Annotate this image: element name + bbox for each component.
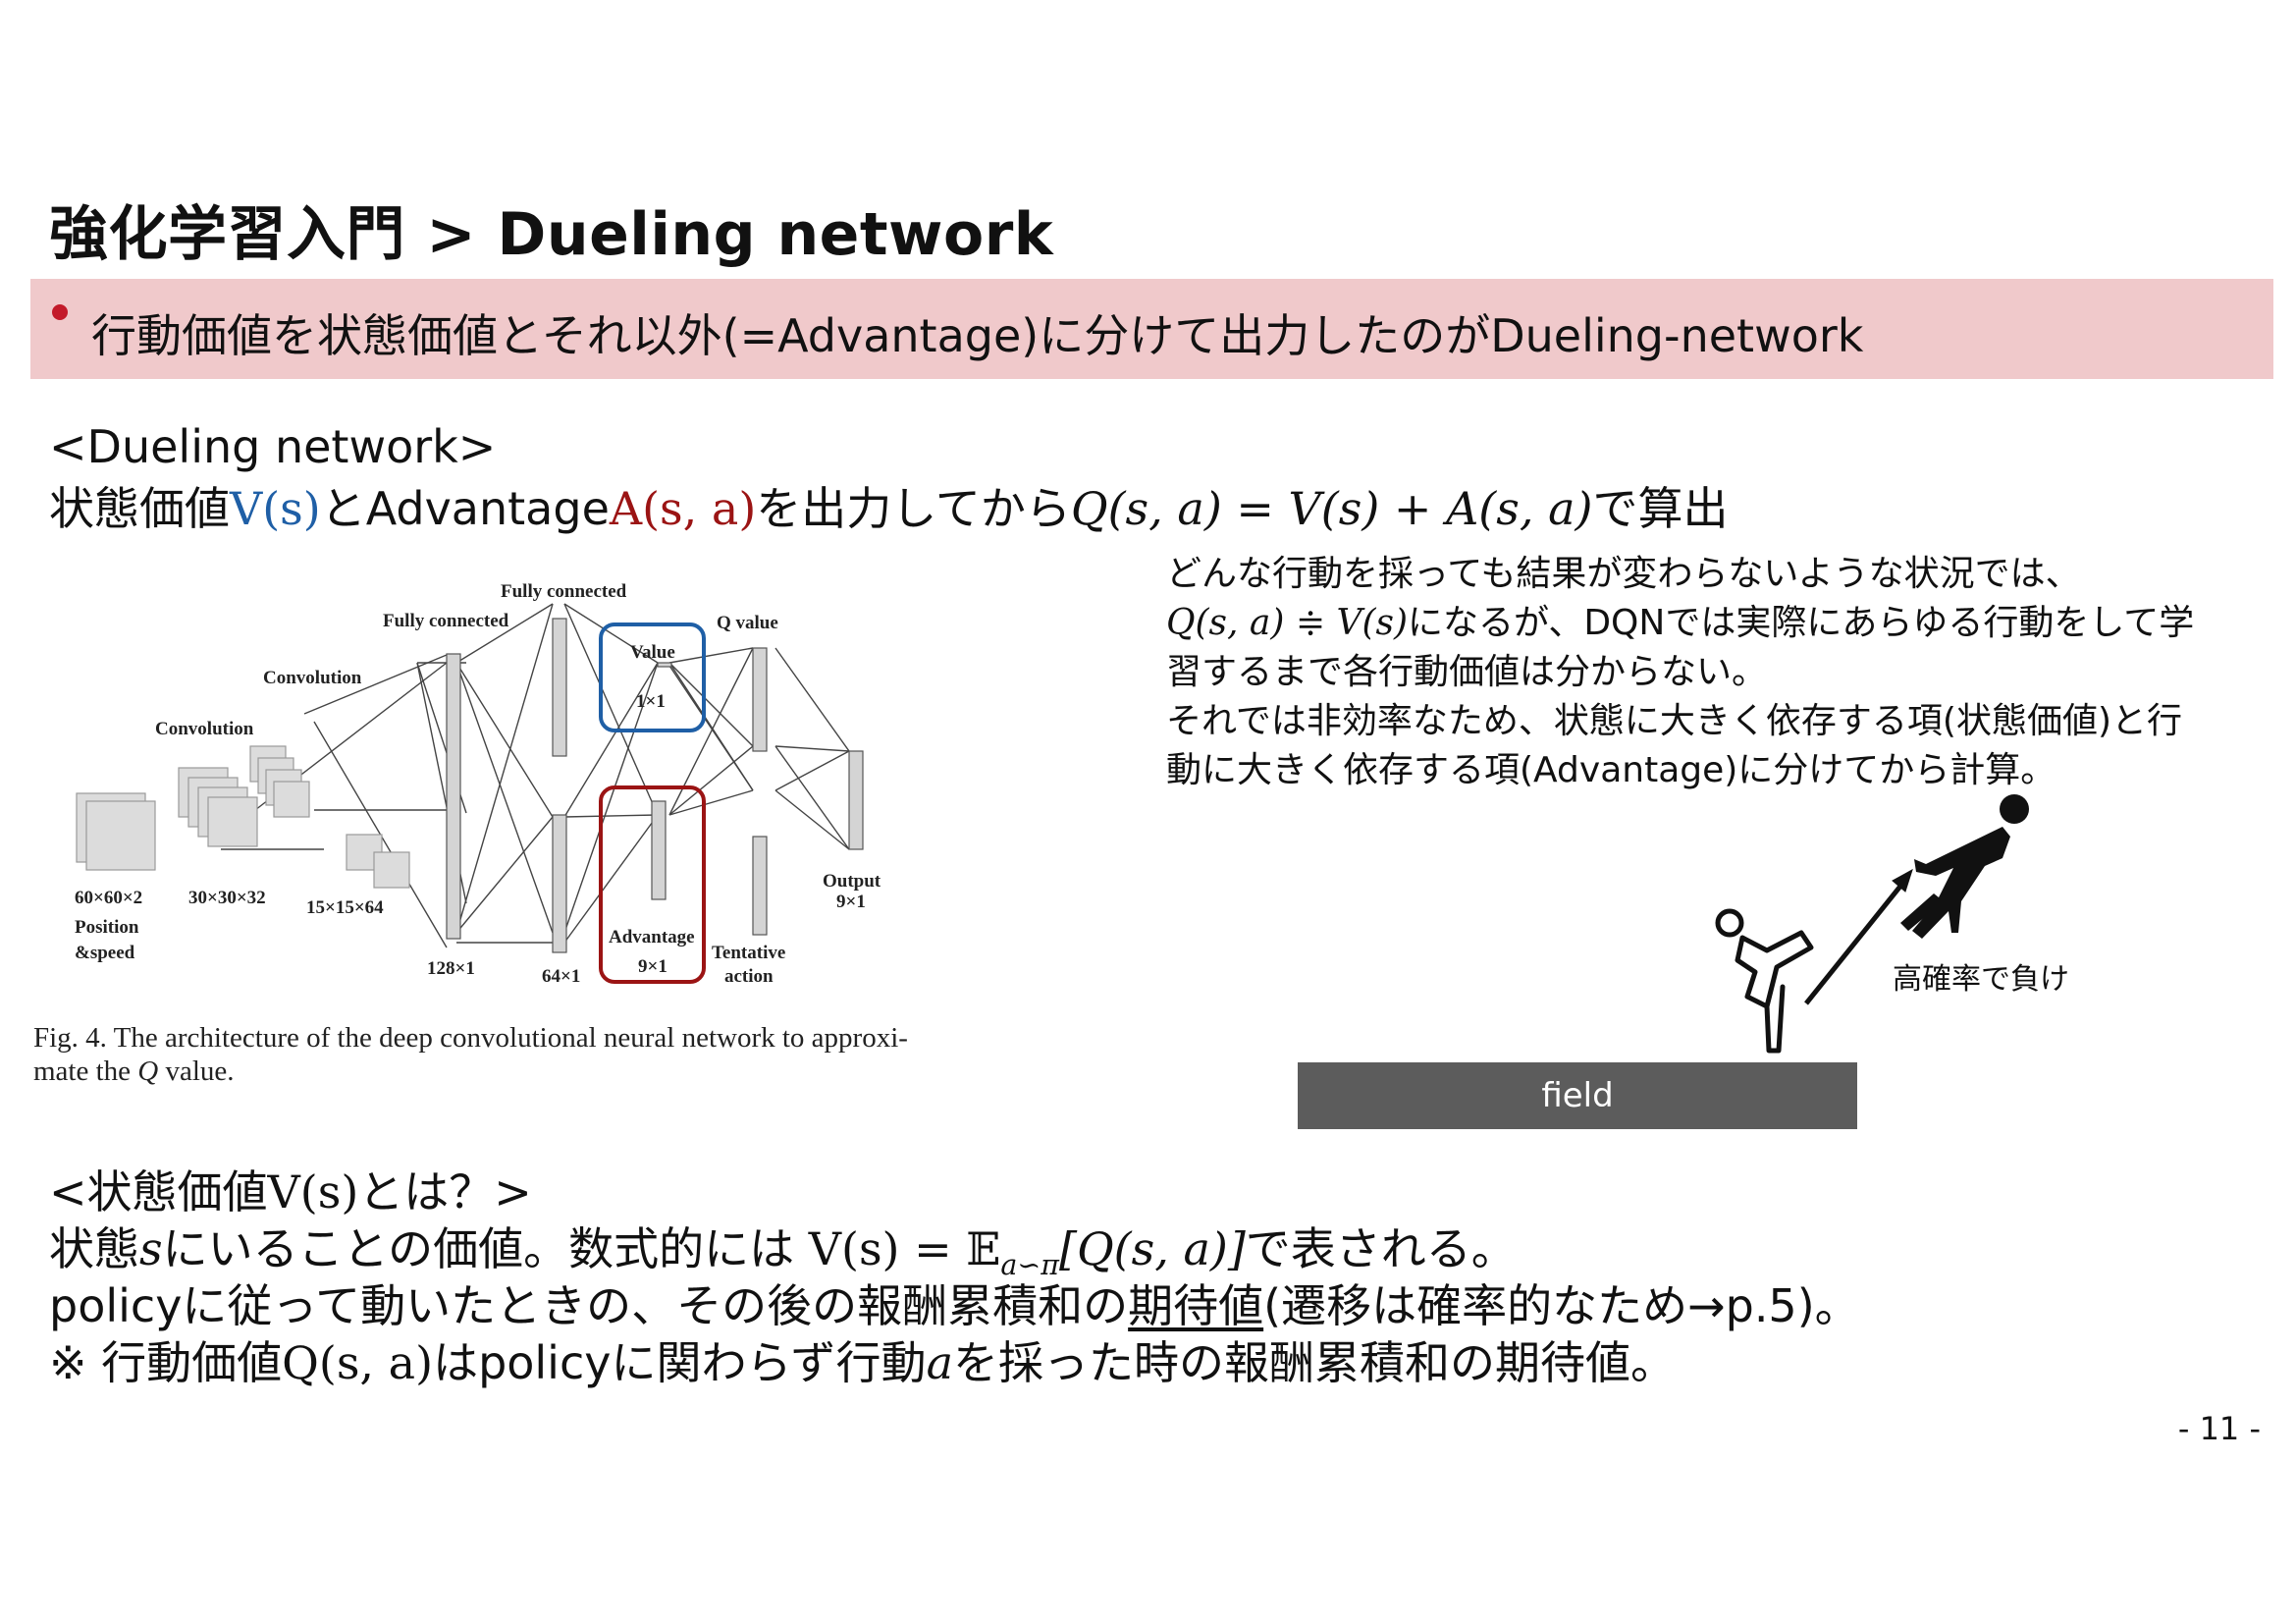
label-position: Position <box>75 917 139 938</box>
kick-illustration <box>1715 794 2029 1054</box>
label-output: Output <box>823 871 881 892</box>
label-tentative: Tentative <box>712 943 785 963</box>
label-conv1: Convolution <box>263 668 362 688</box>
page-title: 強化学習入門 > Dueling network <box>49 200 1054 269</box>
expected-value-term: 期待値 <box>1128 1279 1264 1332</box>
lose-label: 高確率で負け <box>1893 962 2069 997</box>
label-fc-top: Fully connected <box>501 581 627 602</box>
value-box <box>599 623 706 732</box>
note-line3: 習するまで各行動価値は分からない。 <box>1166 652 1768 692</box>
v-symbol: V(s) <box>230 482 321 535</box>
banner-text: 行動価値を状態価値とそれ以外(=Advantage)に分けて出力したのがDuel… <box>91 309 1864 362</box>
summary-banner: 行動価値を状態価値とそれ以外(=Advantage)に分けて出力したのがDuel… <box>30 279 2273 379</box>
label-advantage-title: Advantage <box>609 927 695 947</box>
label-size-128: 128×1 <box>427 958 475 979</box>
label-value-size: 1×1 <box>636 691 666 712</box>
field-bar: field <box>1298 1062 1857 1129</box>
bullet-icon <box>52 304 68 320</box>
caption-line2: mate the Q value. <box>33 1056 235 1087</box>
field-label: field <box>1541 1076 1614 1115</box>
note-line2: Q(s, a) ≑ V(s)になるが、DQNでは実際にあらゆる行動をして学 <box>1166 603 2195 643</box>
dueling-formula-line: 状態価値V(s)とAdvantageA(s, a)を出力してからQ(s, a) … <box>49 473 1728 538</box>
a-symbol: A(s, a) <box>609 482 757 535</box>
label-size-30: 30×30×32 <box>188 888 266 908</box>
expectation-explanation: policyに従って動いたときの、その後の報酬累積和の期待値(遷移は確率的なため… <box>49 1279 1860 1332</box>
action-value-note: ※ 行動価値Q(s, a)はpolicyに関わらず行動aを採った時の報酬累積和の… <box>49 1336 1676 1389</box>
note-line4: それでは非効率なため、状態に大きく依存する項(状態価値)と行 <box>1166 701 2183 741</box>
layer-bars <box>446 618 864 953</box>
advantage-box <box>599 785 706 984</box>
label-advantage-size: 9×1 <box>638 956 667 977</box>
formula-to: とAdvantage <box>320 482 610 535</box>
figure-caption: Fig. 4. The architecture of the deep con… <box>33 1021 908 1088</box>
explanation-note: どんな行動を採っても結果が変わらないような状況では、 Q(s, a) ≑ V(s… <box>1166 550 2194 795</box>
label-q-value: Q value <box>717 613 778 633</box>
label-conv2: Convolution <box>155 719 254 739</box>
section-heading-state-value: <状態価値V(s)とは？> <box>49 1165 532 1218</box>
label-value-title: Value <box>630 642 675 663</box>
formula-suffix: で算出 <box>1592 482 1729 535</box>
caption-line1: Fig. 4. The architecture of the deep con… <box>33 1022 908 1054</box>
page-number: - 11 - <box>2177 1410 2261 1447</box>
note-line1: どんな行動を採っても結果が変わらないような状況では、 <box>1166 554 2081 594</box>
network-architecture-figure: Fully connected Fully connected Convolut… <box>75 581 881 987</box>
formula-prefix: 状態価値 <box>49 482 230 535</box>
kicking-person-icon <box>1715 908 1814 1054</box>
label-speed: &speed <box>75 943 135 963</box>
section-heading-dueling: <Dueling network> <box>49 420 497 473</box>
label-size-15: 15×15×64 <box>306 897 384 918</box>
label-size-64: 64×1 <box>542 966 580 987</box>
label-size-60: 60×60×2 <box>75 888 142 908</box>
formula-mid: を出力してから <box>756 482 1071 535</box>
label-output-size: 9×1 <box>836 892 866 912</box>
falling-person-icon <box>1900 794 2029 939</box>
q-equation: Q(s, a) = V(s) + A(s, a) <box>1070 482 1593 535</box>
arrow-icon <box>1804 868 1913 1005</box>
label-fc-left: Fully connected <box>383 611 509 631</box>
label-action: action <box>724 966 774 987</box>
state-value-definition: 状態sにいることの価値。数式的には V(s) = 𝔼a∽π[Q(s, a)]で表… <box>49 1222 1517 1282</box>
note-line5: 動に大きく依存する項(Advantage)に分けてから計算。 <box>1166 750 2056 790</box>
input-frames <box>76 745 410 889</box>
